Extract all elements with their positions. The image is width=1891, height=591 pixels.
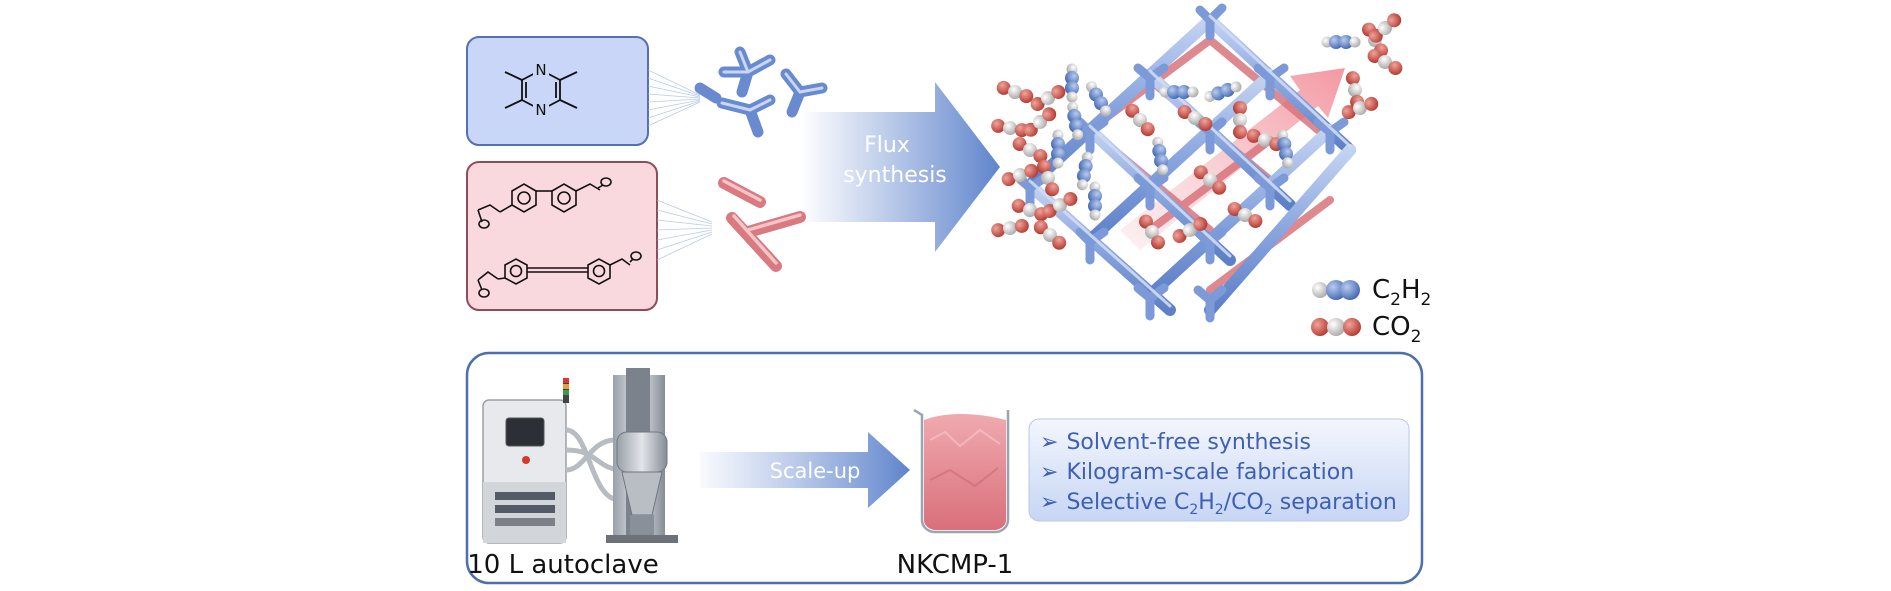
co2-molecule (1030, 85, 1066, 111)
features-box: ➢Solvent-free synthesis ➢Kilogram-scale … (1028, 418, 1410, 522)
co2-molecule (996, 80, 1034, 104)
c2h2-molecule (1204, 81, 1242, 102)
nitrogen-label-bottom: N (535, 101, 546, 119)
co2-molecule (1341, 96, 1379, 120)
product-label: NKCMP-1 (897, 550, 1014, 580)
autoclave-illustration (482, 368, 678, 544)
co2-molecule (1139, 214, 1165, 250)
co2-molecule (1368, 13, 1402, 43)
flux-label-line1: Flux (864, 133, 910, 158)
c2h2-molecule (1065, 63, 1079, 103)
co2-molecule (1227, 202, 1263, 228)
red-linker-highlights (722, 179, 802, 265)
c2h2-legend-icon (1312, 280, 1360, 300)
porous-framework (1015, 3, 1356, 323)
co2-molecule (1023, 107, 1057, 137)
ethynyl-dialdehyde-structure (477, 251, 642, 298)
co2-molecule (1033, 220, 1067, 250)
co2-legend-icon (1311, 318, 1361, 336)
feature-item-1: ➢Solvent-free synthesis (1040, 430, 1311, 455)
co2-molecule (1177, 105, 1213, 131)
monomer-box-top: N N (466, 36, 649, 146)
c2h2-molecule (1088, 181, 1102, 221)
co2-molecule (991, 218, 1029, 238)
c2h2-molecule (1076, 151, 1093, 191)
biphenyl-dialdehyde-structure (477, 177, 612, 229)
flux-synthesis-arrow: Flux synthesis (800, 82, 1000, 252)
feature-item-3: ➢Selective C2H2/CO2 separation (1040, 490, 1397, 518)
monomer-box-bottom (466, 161, 658, 311)
co2-molecule (1036, 159, 1060, 197)
blue-tripod-highlights (720, 50, 824, 112)
co2-molecule (1172, 217, 1208, 243)
fan-lines-bottom (656, 199, 713, 261)
c2h2-molecule (1067, 101, 1084, 141)
co2-molecule (1367, 49, 1403, 75)
feature-item-2: ➢Kilogram-scale fabrication (1040, 460, 1354, 485)
co2-molecule (991, 118, 1029, 138)
c2h2-molecule (1321, 35, 1361, 49)
c2h2-molecule (1051, 129, 1065, 169)
nitrogen-label-top: N (535, 61, 546, 79)
flux-label-line2: synthesis (843, 163, 947, 188)
co2-molecule (1193, 165, 1227, 195)
scale-up-panel-frame (465, 351, 1424, 585)
co2-molecule (1042, 192, 1078, 218)
co2-molecule (1001, 163, 1039, 187)
c2h2-legend-label: C2H2 (1372, 275, 1431, 310)
c2h2-molecule (1159, 85, 1199, 99)
co2-molecule (1233, 101, 1247, 139)
c2h2-molecule (1152, 136, 1169, 176)
c2h2-molecule (1277, 129, 1294, 169)
scale-up-arrow: Scale-up (700, 432, 910, 508)
autoclave-label: 10 L autoclave (467, 550, 658, 580)
scale-up-label: Scale-up (770, 459, 861, 483)
gas-molecules (991, 13, 1403, 250)
co2-molecule (1012, 137, 1048, 163)
c2h2-molecule (1086, 81, 1111, 117)
co2-molecule (1125, 103, 1155, 137)
beaker-illustration (913, 408, 1010, 534)
red-linker-monomers (718, 177, 806, 272)
fan-lines-top (647, 69, 701, 127)
co2-legend-label: CO2 (1372, 312, 1421, 347)
legend: C2H2 CO2 (1311, 275, 1431, 347)
